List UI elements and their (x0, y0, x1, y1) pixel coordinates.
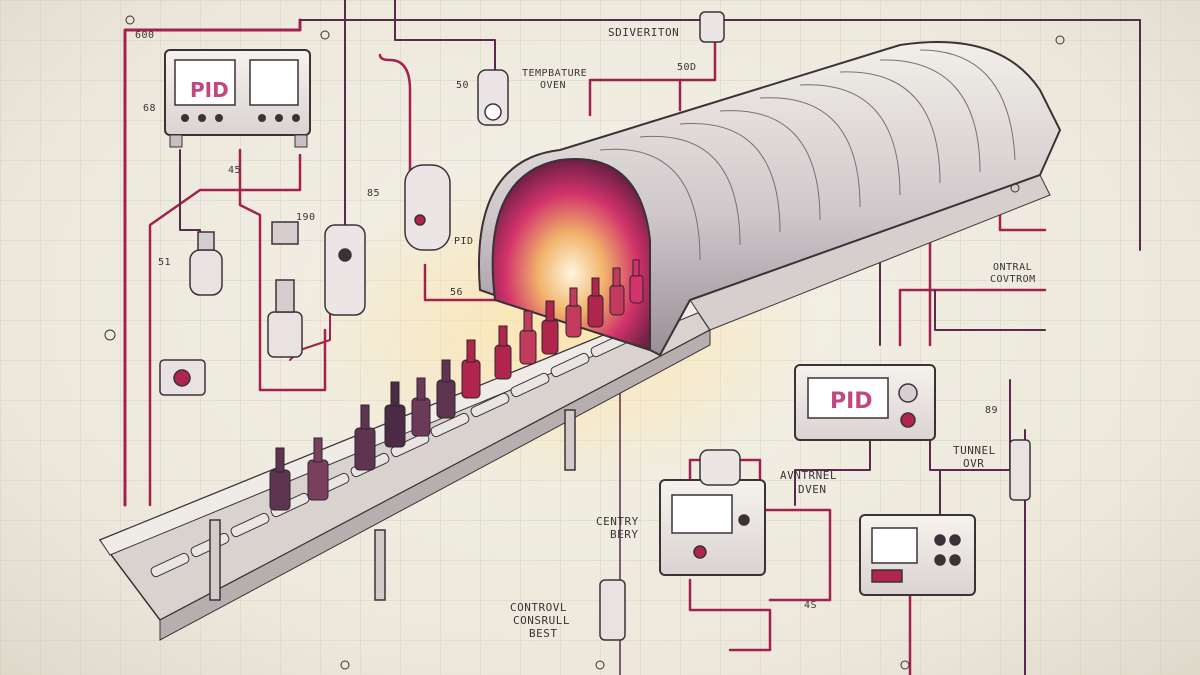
left-sensors (159, 11, 1031, 641)
bottle (541, 300, 559, 355)
number-51: 51 (158, 257, 172, 268)
number-190: 190 (296, 212, 316, 223)
bottom-controllers (659, 449, 976, 596)
label-ontral: ONTRAL (993, 262, 1033, 273)
bottle (494, 325, 512, 380)
label-covtrom: COVTROM (990, 274, 1036, 285)
label-pid-small: PID (454, 236, 474, 247)
bottle (519, 310, 537, 365)
number-4s: 4S (804, 600, 818, 611)
right-pid-panel: PID (794, 364, 936, 441)
sensor-cylinder (189, 249, 223, 296)
number-50: 50 (456, 80, 470, 91)
pressure-tank (404, 164, 451, 251)
registration-marks (104, 15, 1065, 670)
label-ovr: OVR (963, 457, 985, 470)
bottle (384, 381, 406, 448)
number-68: 68 (143, 103, 157, 114)
number-56: 56 (450, 287, 464, 298)
number-45: 45 (228, 165, 242, 176)
left-panel-display-text: PID (190, 78, 229, 102)
bottles (269, 259, 644, 511)
left-panel-screen (174, 59, 236, 106)
bottle (269, 447, 291, 511)
label-tunnel: TUNNEL (953, 444, 996, 457)
bottle (609, 267, 625, 316)
label-consrull: CONSRULL (513, 614, 570, 627)
tunnel-oven (478, 41, 1062, 357)
label-sdiveriton: SDIVERITON (608, 26, 680, 39)
code-600: 600 (135, 30, 155, 41)
left-pid-panel: PID (164, 49, 311, 148)
label-control: CONTROVL (510, 601, 567, 614)
bottle (354, 404, 376, 471)
bottle (587, 277, 604, 328)
number-89: 89 (985, 405, 999, 416)
number-50d: 50D (677, 62, 697, 73)
bottle (461, 339, 481, 399)
label-bery: BERY (610, 528, 639, 541)
label-avntrnel: AVNTRNEL (780, 469, 837, 482)
right-panel-display-text: PID (830, 389, 873, 414)
label-temp-oven-1: TEMPBATURE (522, 68, 588, 79)
label-centry: CENTRY (596, 515, 639, 528)
bottom-sensor (599, 579, 626, 641)
label-best: BEST (529, 627, 558, 640)
valve-cylinder (324, 224, 366, 316)
bottle (307, 437, 329, 501)
bottle (436, 359, 456, 419)
bottle (411, 377, 431, 437)
number-85: 85 (367, 188, 381, 199)
bottle (629, 259, 644, 304)
conveyor (98, 174, 1051, 641)
label-dven: DVEN (798, 483, 827, 496)
bottle (565, 287, 582, 338)
label-temp-oven-2: OVEN (540, 80, 567, 91)
